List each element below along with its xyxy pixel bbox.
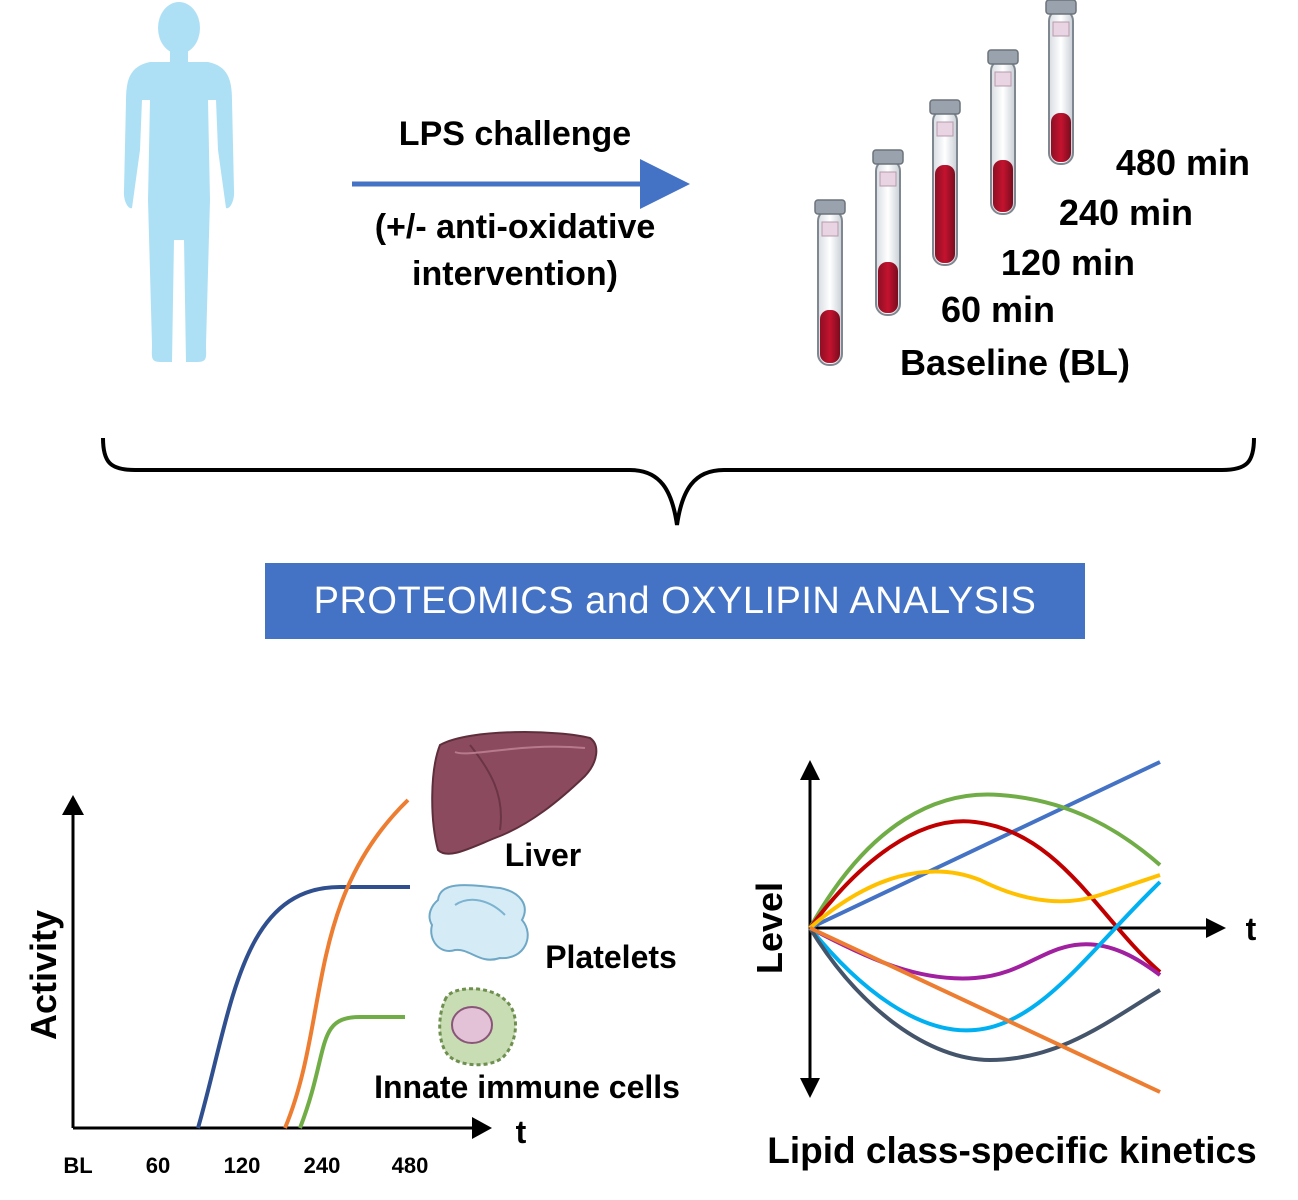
- activity-x-arrowhead: [472, 1117, 492, 1139]
- activity-xlabel: t: [516, 1114, 527, 1150]
- analysis-banner: PROTEOMICS and OXYLIPIN ANALYSIS: [265, 563, 1085, 639]
- level-line-slate: [808, 926, 1162, 1063]
- timepoint-label-120: 120 min: [1001, 242, 1135, 283]
- level-caption: Lipid class-specific kinetics: [767, 1130, 1256, 1171]
- timepoint-label-480: 480 min: [1116, 142, 1250, 183]
- liver-icon: [431, 731, 598, 855]
- level-line-blue: [809, 760, 1161, 930]
- immune-curve: [298, 1015, 405, 1129]
- activity-tick-label: 240: [304, 1153, 341, 1178]
- level-line-cyan: [808, 880, 1162, 1033]
- level-line-orange: [809, 926, 1161, 1094]
- challenge-label: LPS challenge: [399, 115, 631, 153]
- level-xlabel: t: [1246, 911, 1257, 947]
- level-ylabel: Level: [749, 882, 790, 974]
- level-line-green: [808, 792, 1162, 929]
- activity-ticks: BL 60 120 240 480: [63, 1153, 428, 1178]
- timepoint-label-240: 240 min: [1059, 192, 1193, 233]
- activity-tick-label: BL: [63, 1153, 92, 1178]
- intervention-line1: (+/- anti-oxidative: [375, 208, 656, 246]
- platelets-label: Platelets: [545, 939, 677, 975]
- analysis-banner-label: PROTEOMICS and OXYLIPIN ANALYSIS: [313, 579, 1037, 622]
- timepoint-label-60: 60 min: [941, 289, 1055, 330]
- level-line-red: [808, 819, 1162, 974]
- activity-tick-label: 120: [224, 1153, 261, 1178]
- blood-tube-icon-240: [987, 49, 1019, 215]
- blood-tube-icon-120: [929, 99, 961, 266]
- liver-curve: [283, 798, 410, 1129]
- activity-ylabel: Activity: [23, 910, 64, 1040]
- platelets-curve: [196, 885, 410, 1129]
- level-chart: t Level: [749, 760, 1257, 1098]
- curly-brace: [101, 437, 1256, 526]
- blood-tube-icon-480: [1045, 0, 1077, 165]
- timepoint-label-baseline: Baseline (BL): [900, 342, 1130, 383]
- level-x-arrowhead: [1206, 918, 1226, 938]
- level-line-yellow: [808, 869, 1161, 930]
- intervention-line2: intervention): [412, 255, 618, 293]
- liver-label: Liver: [505, 837, 581, 873]
- level-y-arrowhead-down: [800, 1078, 820, 1098]
- activity-tick-label: 480: [392, 1153, 429, 1178]
- activity-chart: BL 60 120 240 480 Activity t: [23, 795, 527, 1178]
- human-silhouette-icon: [123, 2, 235, 362]
- immune-cell-icon: [438, 987, 517, 1067]
- level-y-arrowhead-up: [800, 760, 820, 780]
- blood-tube-group: [814, 0, 1077, 366]
- blood-tube-icon-baseline: [814, 199, 846, 366]
- activity-tick-label: 60: [146, 1153, 170, 1178]
- platelets-icon: [428, 884, 529, 961]
- immune-label: Innate immune cells: [374, 1069, 680, 1105]
- blood-tube-icon-60: [872, 149, 904, 316]
- activity-y-arrowhead: [62, 795, 84, 815]
